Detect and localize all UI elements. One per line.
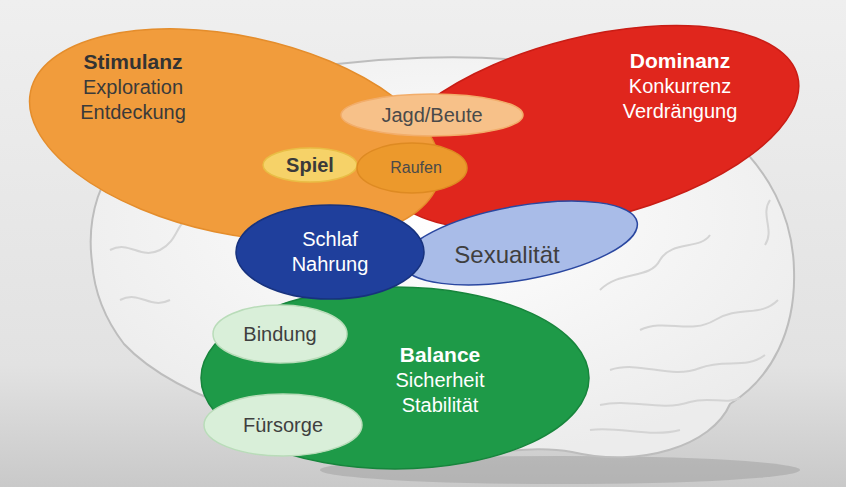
- ellipse-node: Raufen: [356, 142, 468, 194]
- text-group: Schlaf Nahrung: [275, 227, 385, 277]
- node-label: Bindung: [243, 322, 316, 347]
- gyrus: [120, 297, 170, 303]
- ellipse: [236, 205, 424, 299]
- text-group: BalanceSicherheit Stabilität: [383, 342, 498, 418]
- node-label: Jagd/Beute: [381, 103, 482, 128]
- ellipse: [341, 94, 523, 136]
- node-label: Spiel: [286, 153, 334, 178]
- node-heading: Dominanz: [610, 48, 750, 74]
- node-label: Schlaf Nahrung: [275, 227, 385, 277]
- text-group: DominanzKonkurrenz Verdrängung: [610, 48, 750, 124]
- text-group: Sexualität: [454, 240, 559, 270]
- gyrus: [765, 200, 770, 245]
- text-group: Jagd/Beute: [381, 103, 482, 128]
- ellipse: [263, 148, 357, 182]
- text-group: StimulanzExploration Entdeckung: [63, 49, 203, 125]
- ellipse-node: Bindung: [212, 304, 348, 364]
- node-heading: Balance: [383, 342, 498, 368]
- ellipse-node: StimulanzExploration EntdeckungSpiel: [25, 35, 445, 235]
- node-label: Sicherheit Stabilität: [383, 368, 498, 418]
- ellipse-node: Schlaf Nahrung: [235, 204, 425, 300]
- gyrus: [600, 398, 740, 406]
- ellipse: [213, 305, 347, 363]
- node-label: Sexualität: [454, 240, 559, 270]
- ellipse: [204, 394, 362, 456]
- node-heading: Stimulanz: [63, 49, 203, 75]
- text-group: Spiel: [286, 153, 334, 178]
- ellipse: [396, 186, 643, 300]
- ellipse-node: Sexualität: [400, 205, 640, 281]
- node-label: Konkurrenz Verdrängung: [610, 74, 750, 124]
- text-group: Fürsorge: [243, 413, 323, 438]
- ellipse-node: Spiel: [262, 147, 358, 183]
- ellipse-node: Jagd/Beute: [340, 93, 524, 137]
- node-label: Fürsorge: [243, 413, 323, 438]
- node-label: Raufen: [390, 158, 442, 178]
- ellipse: [201, 287, 589, 469]
- gyrus: [590, 429, 680, 433]
- ellipse-node: BalanceSicherheit Stabilität BindungFürso…: [200, 286, 590, 470]
- text-group: Bindung: [243, 322, 316, 347]
- ellipse-node: Fürsorge: [203, 393, 363, 457]
- gyrus: [610, 355, 765, 372]
- text-group: Raufen: [390, 158, 442, 178]
- gyrus: [640, 300, 778, 330]
- ellipse: [357, 143, 467, 193]
- node-label: Exploration Entdeckung: [63, 75, 203, 125]
- ellipse-shape: [235, 204, 425, 300]
